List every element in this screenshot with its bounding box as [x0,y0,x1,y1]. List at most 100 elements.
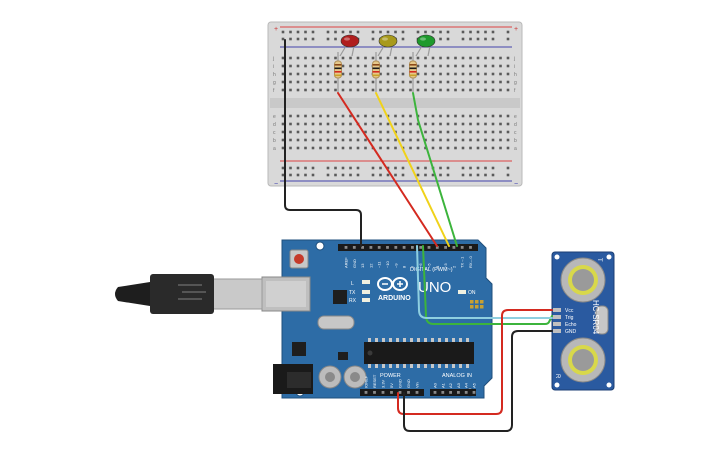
pin-label: ~5 [427,263,432,268]
wire-gnd-sensor [403,330,553,432]
row-letter: a [514,146,517,152]
led-green [415,34,436,57]
row-letter: j [272,56,274,62]
row-letter: c [273,130,276,136]
pin-label: 5V [389,383,394,388]
sensor-r-label: R [554,374,560,379]
rail-plus-label-right: + [514,26,518,33]
l-led [362,280,370,284]
on-led [458,290,466,294]
digital-label: DIGITAL (PWM~) [410,267,453,273]
analog-label: ANALOG IN [442,373,472,379]
pin-label: 7 [410,265,415,268]
l-label: L [351,281,354,287]
resistors [334,52,417,92]
arduino-logo [377,277,408,291]
pin-label: A3 [456,382,461,388]
row-letter: i [273,64,274,70]
row-letter: f [273,88,275,94]
row-letter: h [514,72,517,78]
brand-label: ARDUINO [378,295,411,302]
wire-green-led [412,92,458,247]
breadboard: + + − − [267,21,523,188]
row-letter: d [514,122,517,128]
sensor-crystal [595,305,609,335]
rail-plus-label: + [274,26,278,33]
row-letter: g [273,80,276,86]
resistor [409,52,417,92]
pin-label: GND [352,259,357,268]
row-letter: e [273,114,276,120]
analog-header [430,389,476,396]
wire-echo [416,245,553,319]
row-letter: c [514,130,517,136]
sensor-pin-label: Trig [565,315,574,321]
pin-label: RX←0 [468,255,473,268]
rail-minus-label: − [274,181,278,188]
pin-label: ~10 [385,260,390,268]
pin-label: 4 [435,265,440,268]
row-letter: d [273,122,276,128]
crystal [317,315,355,330]
rx-label: RX [349,298,357,304]
transducer-r [560,337,606,383]
pin-label: GND [398,379,403,388]
row-letter: i [514,64,515,70]
pin-label: A4 [464,382,469,388]
chip-legs [368,338,469,368]
pin-label: A5 [472,382,477,388]
sensor-model-label: HC-SR04 [591,300,600,335]
pin-label: 3.3V [381,379,386,388]
tx-label: TX [349,290,356,296]
led-yellow [377,34,398,57]
row-letter: e [514,114,517,120]
pin-label: 13 [360,263,365,268]
usb-cable [115,274,263,314]
leds [339,34,436,57]
wire-trig [422,245,553,325]
power-label: POWER [380,373,401,379]
wires [284,39,553,432]
resistor [334,52,342,92]
icsp-header [470,300,484,309]
model-label: UNO [418,279,451,296]
pin-label: Vin [415,382,420,388]
rail-minus-label-right: − [514,181,518,188]
tx-led [362,290,370,294]
transducer-t [560,257,606,303]
usb-chip [333,290,347,304]
pin-label: 8 [402,265,407,268]
pin-label: AREF [344,257,349,268]
led-red [339,34,360,57]
regulator-chip [292,342,306,356]
wire-gnd-breadboard [284,39,362,247]
row-letter: b [514,138,517,144]
digital-header [338,244,478,251]
sensor-pin-label: Vcc [565,308,574,314]
wire-red-led [337,92,438,247]
pin-label: RESET [372,374,377,388]
resistor [372,52,380,92]
rx-led [362,298,370,302]
sensor-t-label: T [596,258,602,262]
row-letter: a [273,146,276,152]
pin-label: ~11 [377,261,382,268]
reset-button[interactable] [289,249,309,269]
pin-label: 12 [368,263,373,268]
row-letter: b [273,138,276,144]
pin-label: A1 [440,382,445,388]
wire-yellow-led [375,92,450,247]
pin-label: 2 [451,265,456,268]
wire-vcc [397,309,553,415]
pin-label: GND [406,379,411,388]
row-letter: j [513,56,515,62]
pin-label: A2 [448,382,453,388]
row-letter: h [273,72,276,78]
sensor-pin-label: GND [565,329,577,335]
pin-label: A0 [433,382,438,388]
